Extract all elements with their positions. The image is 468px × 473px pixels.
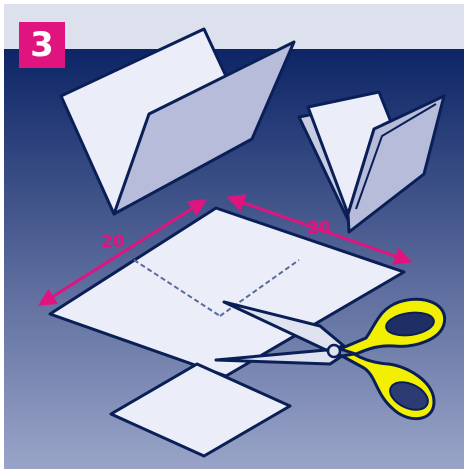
cut-square-icon bbox=[111, 364, 290, 456]
dimension-label-right: 20 bbox=[307, 218, 331, 238]
step-number-badge: 3 bbox=[19, 22, 65, 68]
instruction-panel: 3 bbox=[4, 4, 464, 469]
folded-paper-large-icon bbox=[61, 29, 294, 214]
folding-illustration: 20 20 bbox=[4, 4, 464, 469]
dimension-label-left: 20 bbox=[101, 232, 125, 252]
folded-paper-small-icon bbox=[299, 92, 444, 232]
scissors-pivot bbox=[328, 345, 340, 357]
